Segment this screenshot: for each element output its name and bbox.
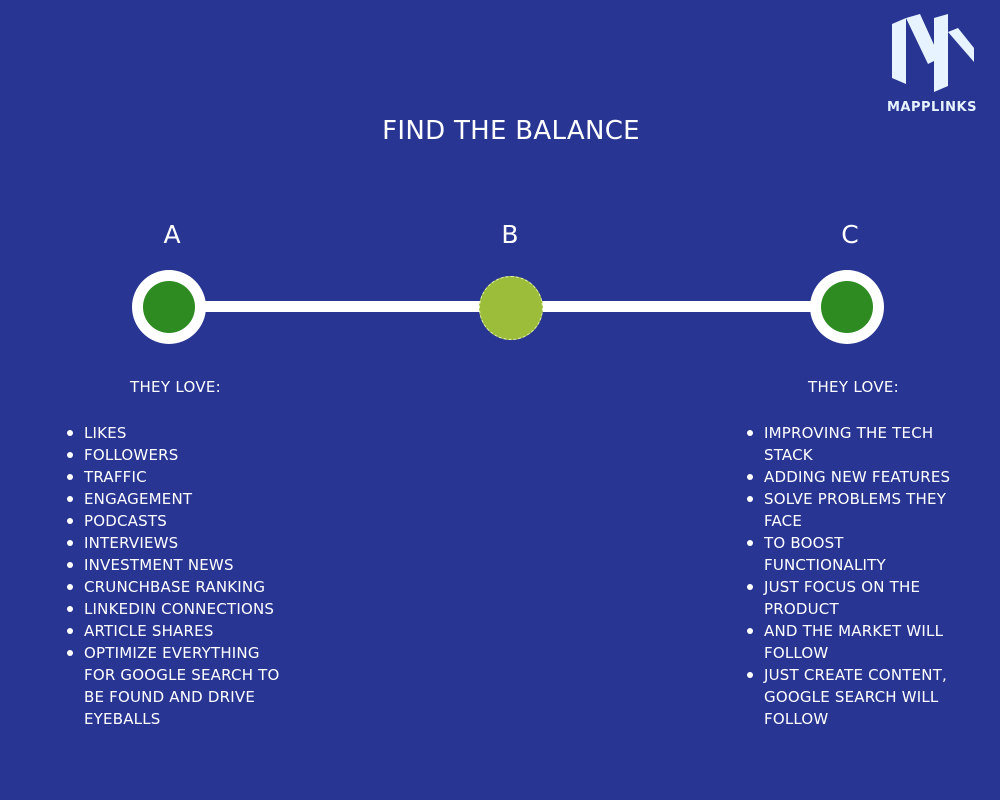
list-item: INTERVIEWS [66, 532, 296, 554]
list-item: FOLLOWERS [66, 444, 296, 466]
point-label-c: C [841, 220, 859, 249]
node-c-center [821, 281, 873, 333]
logo: MAPPLINKS [884, 14, 980, 118]
node-a-center [143, 281, 195, 333]
mapplinks-logo-icon [892, 14, 974, 92]
list-item: PODCASTS [66, 510, 296, 532]
left-heading: THEY LOVE: [130, 378, 222, 396]
node-a [132, 270, 206, 344]
node-c [810, 270, 884, 344]
logo-text: MAPPLINKS [887, 100, 977, 115]
list-item: JUST CREATE CONTENT, GOOGLE SEARCH WILL … [746, 664, 966, 730]
list-item: OPTIMIZE EVERYTHING FOR GOOGLE SEARCH TO… [66, 642, 296, 730]
point-label-b: B [501, 220, 519, 249]
list-item: SOLVE PROBLEMS THEY FACE [746, 488, 966, 532]
node-b [479, 276, 543, 340]
list-item: LIKES [66, 422, 296, 444]
list-item: ADDING NEW FEATURES [746, 466, 966, 488]
list-item: TO BOOST FUNCTIONALITY [746, 532, 966, 576]
list-item: INVESTMENT NEWS [66, 554, 296, 576]
list-item: AND THE MARKET WILL FOLLOW [746, 620, 966, 664]
list-item: LINKEDIN CONNECTIONS [66, 598, 296, 620]
right-heading: THEY LOVE: [808, 378, 900, 396]
list-item: ENGAGEMENT [66, 488, 296, 510]
list-item: TRAFFIC [66, 466, 296, 488]
point-label-a: A [163, 220, 181, 249]
left-list: LIKES FOLLOWERS TRAFFIC ENGAGEMENT PODCA… [66, 422, 296, 730]
right-list: IMPROVING THE TECH STACK ADDING NEW FEAT… [746, 422, 966, 730]
list-item: ARTICLE SHARES [66, 620, 296, 642]
list-item: CRUNCHBASE RANKING [66, 576, 296, 598]
page-title: FIND THE BALANCE [382, 116, 640, 146]
list-item: IMPROVING THE TECH STACK [746, 422, 966, 466]
list-item: JUST FOCUS ON THE PRODUCT [746, 576, 966, 620]
